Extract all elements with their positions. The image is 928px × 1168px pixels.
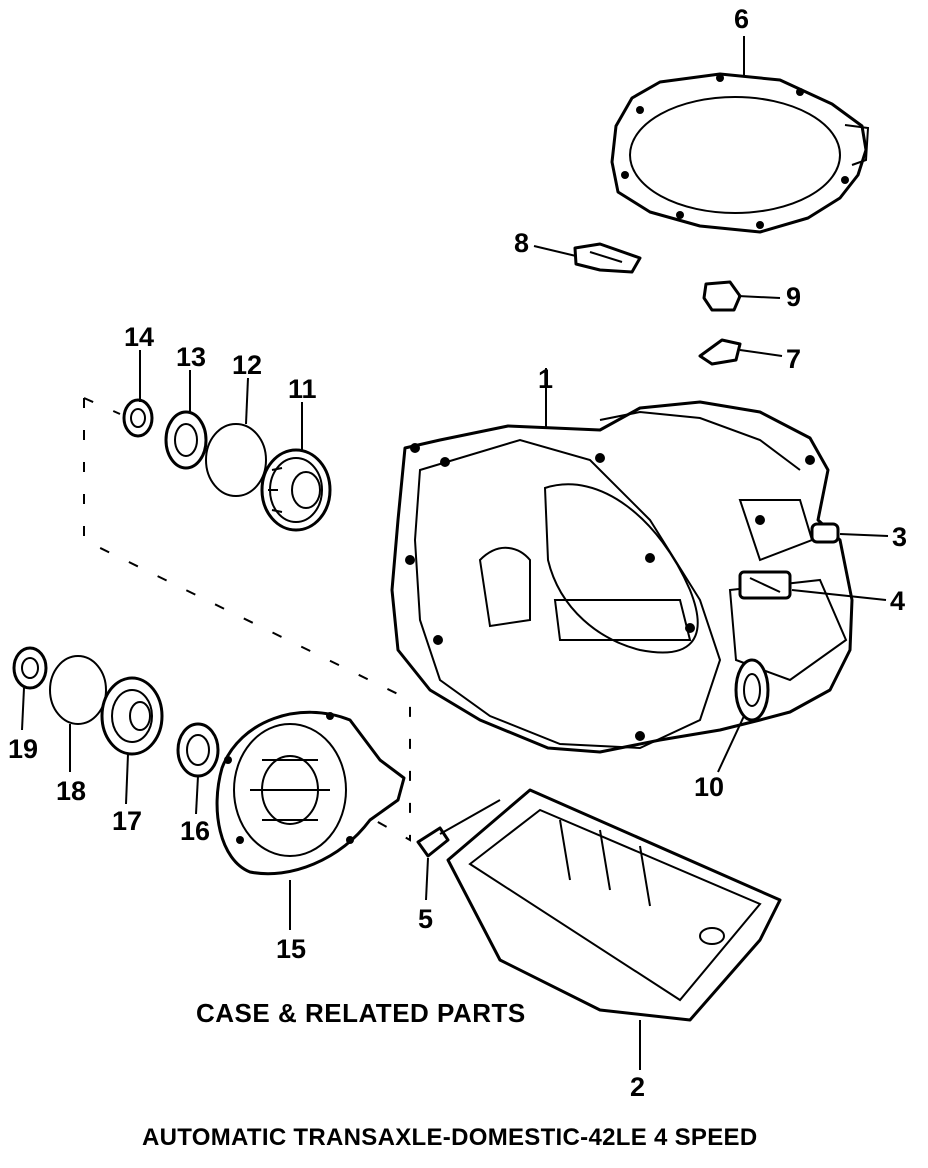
callout-2: 2 bbox=[630, 1072, 645, 1102]
part-19-seal bbox=[12, 646, 48, 690]
callout-13: 13 bbox=[176, 342, 206, 372]
section-title: CASE & RELATED PARTS bbox=[196, 998, 526, 1028]
leader-lines bbox=[21, 36, 889, 1070]
callout-8: 8 bbox=[514, 228, 529, 258]
part-7-clip bbox=[698, 338, 742, 366]
callout-1: 1 bbox=[538, 364, 553, 394]
callout-14: 14 bbox=[124, 322, 154, 352]
assembly-outline-top bbox=[83, 397, 121, 415]
callout-10: 10 bbox=[694, 772, 724, 802]
callout-3: 3 bbox=[892, 522, 907, 552]
callout-16: 16 bbox=[180, 816, 210, 846]
callout-18: 18 bbox=[56, 776, 86, 806]
part-13-bearing bbox=[164, 410, 208, 470]
callout-11: 11 bbox=[288, 374, 317, 404]
part-11-gear bbox=[260, 448, 332, 532]
part-18-oring bbox=[49, 655, 107, 725]
part-9-sensor bbox=[702, 280, 742, 312]
callout-4: 4 bbox=[890, 586, 905, 616]
part-17-gear bbox=[100, 676, 164, 756]
part-1-transaxle-case bbox=[390, 400, 854, 754]
part-4-connector bbox=[738, 570, 792, 600]
part-3-fitting bbox=[810, 522, 840, 544]
callout-19: 19 bbox=[8, 734, 38, 764]
part-6-housing-cover bbox=[610, 72, 870, 234]
part-8-bracket bbox=[573, 242, 642, 274]
callout-12: 12 bbox=[232, 350, 262, 380]
callout-17: 17 bbox=[112, 806, 142, 836]
part-5-plug bbox=[416, 799, 501, 858]
part-15-end-cover bbox=[215, 710, 406, 876]
part-10-seal bbox=[734, 658, 770, 722]
model-title: AUTOMATIC TRANSAXLE-DOMESTIC-42LE 4 SPEE… bbox=[142, 1124, 758, 1151]
callout-7: 7 bbox=[786, 344, 801, 374]
part-12-oring bbox=[205, 423, 267, 497]
callout-5: 5 bbox=[418, 904, 433, 934]
callout-9: 9 bbox=[786, 282, 801, 312]
callout-15: 15 bbox=[276, 934, 306, 964]
part-2-oil-pan bbox=[446, 788, 782, 1022]
callout-6: 6 bbox=[734, 4, 749, 34]
callout-labels: 6 8 9 7 1 3 4 10 14 13 12 11 19 18 17 16… bbox=[8, 4, 907, 1102]
part-16-bearing bbox=[176, 722, 220, 778]
part-14-seal bbox=[122, 398, 154, 438]
